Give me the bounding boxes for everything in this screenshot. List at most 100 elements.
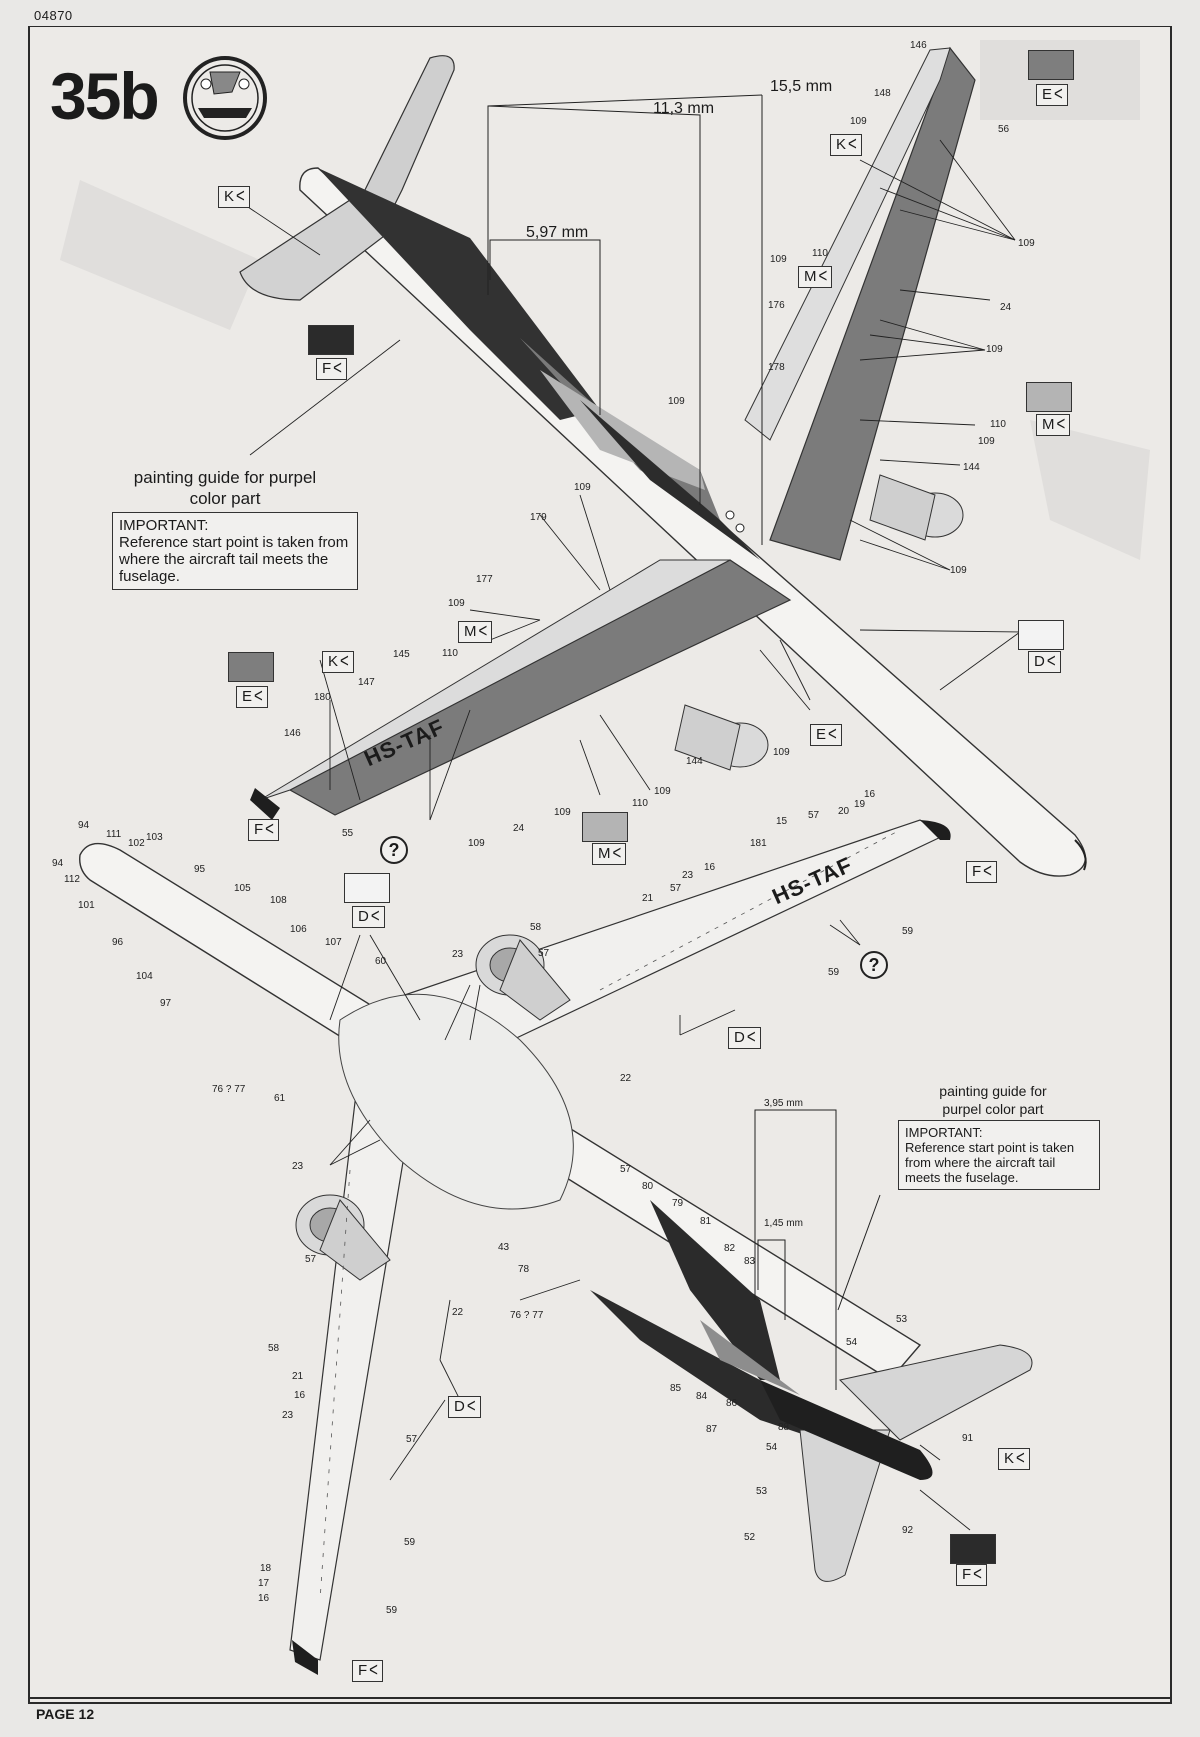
color-flag-f: F< <box>248 818 279 841</box>
step-number: 35b <box>50 59 160 133</box>
svg-text:57: 57 <box>670 883 682 894</box>
dimension-15-5mm: 15,5 mm <box>770 78 833 95</box>
important-note-bottom: IMPORTANT: Reference start point is take… <box>898 1120 1100 1190</box>
svg-text:176: 176 <box>768 300 785 311</box>
svg-text:76 ? 77: 76 ? 77 <box>212 1084 246 1095</box>
svg-text:16: 16 <box>294 1390 306 1401</box>
top-aircraft <box>239 46 1087 877</box>
svg-text:146: 146 <box>284 728 301 739</box>
svg-text:57: 57 <box>305 1254 317 1265</box>
bottom-engine-lower <box>295 1194 391 1281</box>
svg-text:110: 110 <box>442 648 458 659</box>
svg-text:112: 112 <box>64 874 80 885</box>
color-flag-k: K< <box>830 133 862 156</box>
svg-text:19: 19 <box>854 799 866 810</box>
color-flag-d: D< <box>1028 650 1061 673</box>
top-leader-lines <box>229 139 1021 821</box>
svg-text:144: 144 <box>686 756 703 767</box>
swatch-d <box>344 873 390 903</box>
color-flag-d: D< <box>352 905 385 928</box>
svg-text:109: 109 <box>850 116 867 127</box>
kit-code: 04870 <box>34 8 73 23</box>
svg-text:148: 148 <box>874 88 891 99</box>
color-flag-m: M< <box>458 620 493 643</box>
swatch-f <box>950 1534 996 1564</box>
svg-text:53: 53 <box>756 1486 768 1497</box>
svg-text:179: 179 <box>530 512 547 523</box>
svg-text:22: 22 <box>620 1073 632 1084</box>
svg-text:110: 110 <box>632 798 648 809</box>
svg-text:57: 57 <box>808 810 820 821</box>
svg-text:57: 57 <box>620 1164 632 1175</box>
top-engine-left <box>674 704 769 771</box>
decal-query-icon: ? <box>860 951 888 979</box>
svg-text:24: 24 <box>513 823 525 834</box>
svg-text:54: 54 <box>766 1442 778 1453</box>
svg-text:102: 102 <box>128 838 145 849</box>
svg-text:109: 109 <box>1018 238 1035 249</box>
svg-text:88: 88 <box>778 1422 790 1433</box>
svg-text:58: 58 <box>268 1343 280 1354</box>
svg-text:109: 109 <box>654 786 671 797</box>
svg-text:106: 106 <box>290 924 307 935</box>
important-note-top: IMPORTANT: Reference start point is take… <box>112 512 358 590</box>
color-flag-k: K< <box>218 185 250 208</box>
color-flag-e: E< <box>810 723 842 746</box>
step-logo-icon <box>183 56 267 140</box>
color-flag-f: F< <box>352 1659 383 1682</box>
svg-text:55: 55 <box>342 828 354 839</box>
color-flag-e: E< <box>1036 83 1068 106</box>
top-engine-right <box>869 474 964 541</box>
svg-text:17: 17 <box>258 1578 270 1589</box>
svg-text:24: 24 <box>1000 302 1012 313</box>
svg-text:94: 94 <box>78 820 90 831</box>
svg-text:109: 109 <box>468 838 485 849</box>
svg-text:52: 52 <box>744 1532 756 1543</box>
painting-guide-title-bottom: painting guide for purpel color part <box>939 1083 1047 1117</box>
svg-text:58: 58 <box>530 922 542 933</box>
svg-text:105: 105 <box>234 883 251 894</box>
bottom-leader-lines <box>329 919 971 1531</box>
svg-text:110: 110 <box>990 419 1006 430</box>
svg-text:82: 82 <box>724 1243 736 1254</box>
note-body: Reference start point is taken from wher… <box>905 1140 1075 1185</box>
swatch-m <box>1026 382 1072 412</box>
svg-text:83: 83 <box>744 1256 756 1267</box>
svg-text:16: 16 <box>864 789 876 800</box>
svg-text:16: 16 <box>258 1593 270 1604</box>
color-flag-f: F< <box>316 357 347 380</box>
swatch-f <box>308 325 354 355</box>
svg-text:146: 146 <box>910 40 927 51</box>
svg-text:109: 109 <box>668 396 685 407</box>
svg-text:54: 54 <box>846 1337 858 1348</box>
svg-text:94: 94 <box>52 858 64 869</box>
svg-text:78: 78 <box>518 1264 530 1275</box>
svg-text:109: 109 <box>554 807 571 818</box>
svg-text:79: 79 <box>672 1198 684 1209</box>
svg-text:107: 107 <box>325 937 342 948</box>
dimension-11-3mm: 11,3 mm <box>653 100 715 117</box>
decal-query-icon: ? <box>380 836 408 864</box>
bottom-aircraft <box>79 819 1033 1675</box>
svg-text:53: 53 <box>896 1314 908 1325</box>
color-flag-m: M< <box>798 265 833 288</box>
swatch-d <box>1018 620 1064 650</box>
svg-text:23: 23 <box>282 1410 294 1421</box>
svg-text:103: 103 <box>146 832 163 843</box>
footer-rule <box>30 1697 1170 1699</box>
swatch-m <box>582 812 628 842</box>
dimension-1-45mm: 1,45 mm <box>764 1218 803 1229</box>
bottom-dimension-lines <box>754 1109 881 1390</box>
svg-text:104: 104 <box>136 971 153 982</box>
svg-text:61: 61 <box>274 1093 286 1104</box>
svg-text:86: 86 <box>726 1398 738 1409</box>
svg-text:18: 18 <box>260 1563 272 1574</box>
svg-text:180: 180 <box>314 692 331 703</box>
color-flag-m: M< <box>592 842 627 865</box>
color-flag-m: M< <box>1036 413 1071 436</box>
svg-text:20: 20 <box>838 806 850 817</box>
top-dimension-lines <box>487 94 763 545</box>
svg-text:15: 15 <box>776 816 788 827</box>
note-heading: IMPORTANT: <box>905 1125 983 1140</box>
